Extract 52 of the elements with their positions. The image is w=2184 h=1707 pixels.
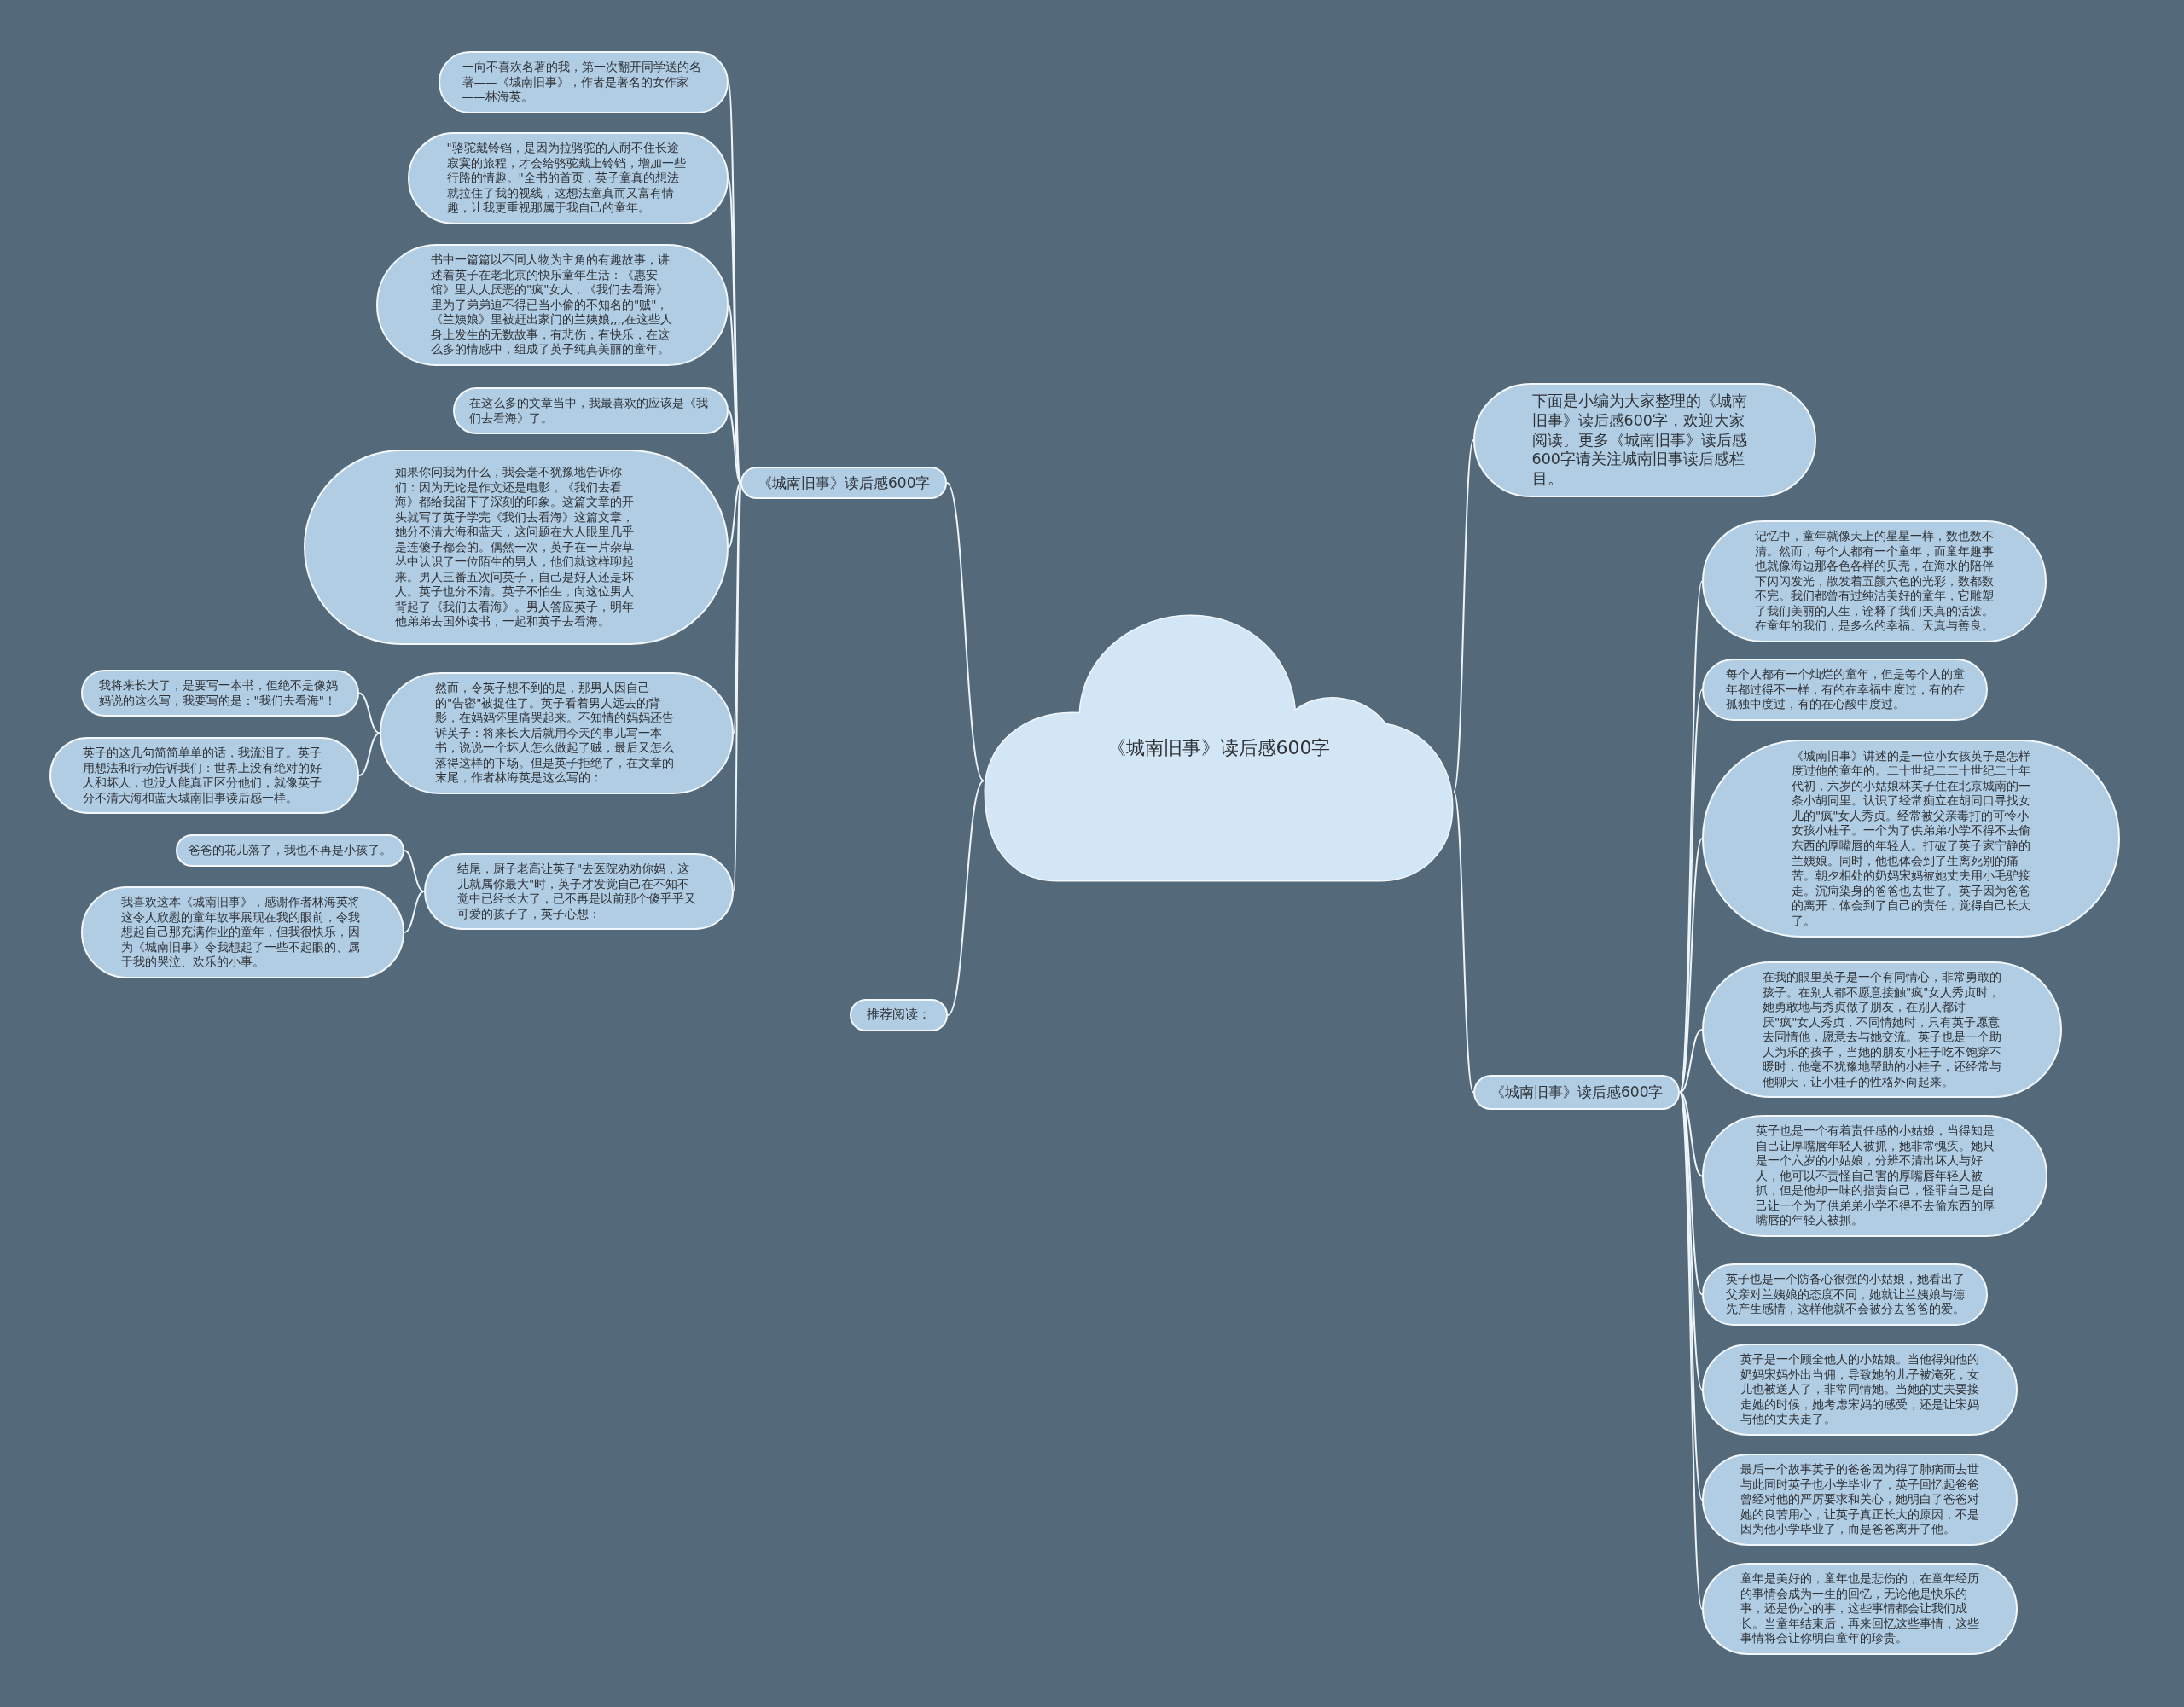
text-bubble <box>439 51 729 113</box>
text-bubble <box>176 834 404 867</box>
connector-line <box>1453 439 1474 793</box>
topic-text: 结尾，厨子老高让英子"去医院劝劝你妈，这儿就属你最大"时，英子才发觉自己在不知不觉中已经长大了，已不再是以前那个傻乎乎又可爱的孩子了，英子心想： <box>457 862 697 922</box>
connector-line <box>358 732 380 776</box>
topic-text: 英子也是一个防备心很强的小姑娘，她看出了父亲对兰姨娘的态度不同，她就让兰姨娘与德先产生感情，这样他就不会被分去爸爸的爱。 <box>1725 1272 1965 1317</box>
connector-line <box>1453 790 1474 1094</box>
text-bubble <box>81 670 359 717</box>
connector-line <box>946 482 985 782</box>
connector-line <box>404 850 425 892</box>
topic-text: 英子是一个顾全他人的小姑娘。当他得知他的奶妈宋妈外出当佣，导致她的儿子被淹死，女儿也被送人了，非常同情她。当她的丈夫要接走她的时候，她考虑宋妈的感受，还是让宋妈与他的丈夫走了。 <box>1740 1352 1979 1427</box>
connector-line <box>728 409 741 484</box>
connector-line <box>947 780 985 1016</box>
topic-text: 童年是美好的，童年也是悲伤的，在童年经历的事情会成为一生的回忆，无论他是快乐的事，还是伤心的事，这些事情都会让我们成长。当童年结束后，再来回忆这些事情，这些事情将会让你明白童年的珍贵。 <box>1740 1571 1979 1646</box>
connector-line <box>404 891 425 933</box>
branch-topic <box>741 467 948 499</box>
topic-text: 一向不喜欢名著的我，第一次翻开同学送的名著——《城南旧事》，作者是著名的女作家——林海英。 <box>462 60 702 105</box>
topic-text: 在这么多的文章当中，我最喜欢的应该是《我们去看海》了。 <box>469 396 709 427</box>
topic-text: 《城南旧事》读后感600字 <box>1490 1083 1664 1102</box>
connector-line <box>728 482 741 549</box>
topic-text: 在我的眼里英子是一个有同情心，非常勇敢的孩子。在别人都不愿意接触"疯"女人秀贞时，她勇敢地与秀贞做了朋友，在别人都讨厌"疯"女人秀贞，不同情她时，只有英子愿意去同情他，愿意去与她交流。英子也是一个助人为乐的孩子，当她的朋友小桂子吃不饱穿不暖时，他毫不犹豫地帮助的小桂子，还经常与他聊天，让小桂子的性格外向起来。 <box>1763 970 2001 1090</box>
connector-line <box>358 692 380 734</box>
topic-text: 最后一个故事英子的爸爸因为得了肺病而去世与此同时英子也小学毕业了，英子回忆起爸爸曾经对他的严厉要求和关心，她明白了爸爸对她的良苦用心，让英子真正长大的原因，不是因为他小学毕业了，而是爸爸离开了他。 <box>1740 1462 1979 1537</box>
topic-text: 下面是小编为大家整理的《城南旧事》读后感600字，欢迎大家阅读。更多《城南旧事》读后感600字请关注城南旧事读后感栏目。 <box>1531 392 1748 489</box>
text-bubble <box>1702 659 1988 721</box>
connector-line <box>1679 1029 1703 1094</box>
text-bubble <box>424 853 734 931</box>
topic-text: 我将来长大了，是要写一本书，但绝不是像妈妈说的这么写，我要写的是："我们去看海"！ <box>98 678 339 709</box>
branch-topic <box>1473 1075 1681 1110</box>
central-topic-cloud <box>982 613 1455 884</box>
text-bubble <box>408 132 729 224</box>
text-bubble <box>453 387 729 435</box>
topic-text: 推荐阅读： <box>867 1007 931 1024</box>
branch-topic <box>850 999 948 1031</box>
topic-text: "骆驼戴铃铛，是因为拉骆驼的人耐不住长途寂寞的旅程，才会给骆驼戴上铃铛，增加一些行路的情趣。"全书的首页，英子童真的想法就拉住了我的视线，这想法童真而又富有情趣，让我更重视那属于我自己的童年。 <box>446 141 687 216</box>
topic-text: 英子的这几句简简单单的话，我流泪了。英子用想法和行动告诉我们：世界上没有绝对的好人和坏人，也没人能真正区分他们，就像英子分不清大海和蓝天城南旧事读后感一样。 <box>83 746 322 806</box>
topic-text: 每个人都有一个灿烂的童年，但是每个人的童年都过得不一样，有的在幸福中度过，有的在孤独中度过，有的在心酸中度过。 <box>1725 667 1965 712</box>
topic-text: 然而，令英子想不到的是，那男人因自己的"告密"被捉住了。英子看着男人远去的背影，在妈妈怀里痛哭起来。不知情的妈妈还告诉英子：将来长大后就用今天的事儿写一本书，说说一个坏人怎么做起了贼，最后又怎么落得这样的下场。但是英子拒绝了，在文章的末尾，作者林海英是这么写的： <box>435 681 675 786</box>
topic-text: 我喜欢这本《城南旧事》，感谢作者林海英将这令人欣慰的童年故事展现在我的眼前，令我想起自己那充满作业的童年，但我很快乐，因为《城南旧事》令我想起了一些不起眼的、属于我的哭泣、欢乐的小事。 <box>121 895 361 970</box>
topic-text: 《城南旧事》读后感600字 <box>758 473 931 493</box>
topic-text: 如果你问我为什么，我会毫不犹豫地告诉你们：因为无论是作文还是电影，《我们去看海》都给我留下了深刻的印象。这篇文章的开头就写了英子学完《我们去看海》这篇文章，她分不清大海和蓝天，这问题在大人眼里几乎是连傻子都会的。偶然一次，英子在一片杂草丛中认识了一位陌生的男人，他们就这样聊起来。男人三番五次问英子，自己是好人还是坏人。英子也分不清。英子不怕生，向这位男人背起了《我们去看海》。男人答应英子，明年他弟弟去国外读书，一起和英子去看海。 <box>394 465 635 630</box>
topic-text: 爸爸的花儿落了，我也不再是小孩了。 <box>189 843 392 858</box>
connector-line <box>1679 1091 1703 1177</box>
topic-text: 记忆中，童年就像天上的星星一样，数也数不清。然而，每个人都有一个童年，而童年趣事也就像海边那各色各样的贝壳，在海水的陪伴下闪闪发光，散发着五颜六色的光彩，数都数不完。我们都曾有过纯洁美好的童年，它雕塑了我们美丽的人生，诠释了我们天真的活泼。在童年的我们，是多么的幸福、天真与善良。 <box>1755 529 1994 634</box>
topic-text: 《城南旧事》讲述的是一位小女孩英子是怎样度过他的童年的。二十世纪二二十世纪二十年代初，六岁的小姑娘林英子住在北京城南的一条小胡同里。认识了经常痴立在胡同口寻找女儿的"疯"女人秀贞。经常被父亲毒打的可怜小女孩小桂子。一个为了供弟弟小学不得不去偷东西的厚嘴唇的年轻人。打破了英子家宁静的兰姨娘。同时，他也体会到了生离死别的痛苦。朝夕相处的奶妈宋妈被她丈夫用小毛驴接走。沉疴染身的爸爸也去世了。英子因为爸爸的离开，体会到了自己的责任，觉得自己长大了。 <box>1792 748 2030 929</box>
topic-text: 书中一篇篇以不同人物为主角的有趣故事，讲述着英子在老北京的快乐童年生活：《惠安馆》里人人厌恶的"疯"女人，《我们去看海》里为了弟弟迫不得已当小偷的不知名的"贼"，《兰姨娘》里被赶出家门的兰姨娘,,,,在这些人身上发生的无数故事，有悲伤，有快乐，在这么多的情感中，组成了英子纯真美丽的童年。 <box>431 253 674 357</box>
text-bubble <box>1702 1563 2018 1655</box>
topic-title: 《城南旧事》读后感600字 <box>1107 736 1331 760</box>
connector-line <box>1679 838 1703 1094</box>
topic-text: 英子也是一个有着责任感的小姑娘，当得知是自己让厚嘴唇年轻人被抓，她非常愧疚。她只是一个六岁的小姑娘，分辨不清出坏人与好人，他可以不责怪自己害的厚嘴唇年轻人被抓，但是他却一味的指责自己，怪罪自己是自己让一个为了供弟弟小学不得不去偷东西的厚嘴唇的年轻人被抓。 <box>1755 1123 1995 1228</box>
text-bubble <box>380 672 734 794</box>
text-bubble <box>376 244 729 366</box>
